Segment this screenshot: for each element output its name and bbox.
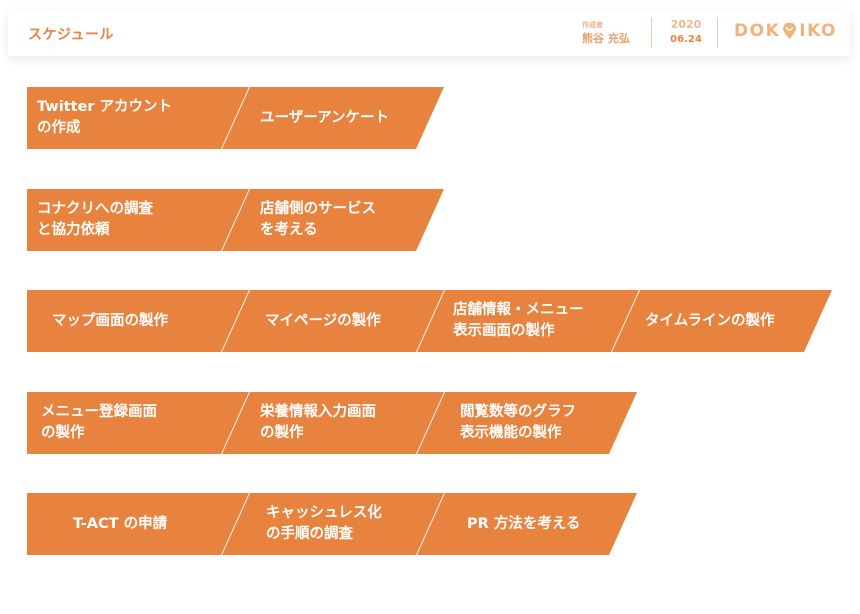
schedule-row: Twitter アカウント の作成 ユーザーアンケート	[0, 87, 860, 149]
schedule-row: T-ACT の申請 キャッシュレス化 の手順の調査 PR 方法を考える	[0, 493, 860, 555]
schedule-row: マップ画面の製作 マイページの製作 店舗情報・メニュー 表示画面の製作 タイムラ…	[0, 290, 860, 352]
dokoiko-logo: DOK IKO	[734, 21, 837, 41]
task-label: 店舗情報・メニュー 表示画面の製作	[453, 302, 584, 339]
logo-text-right: IKO	[799, 21, 837, 41]
task-label: コナクリへの調査 と協力依頼	[37, 201, 153, 238]
task-chevron	[417, 493, 637, 555]
task-chevron	[222, 87, 444, 149]
task-chevron	[222, 493, 444, 555]
task-chevron	[27, 189, 249, 251]
year: 2020	[670, 18, 702, 31]
task-label: 閲覧数等のグラフ 表示機能の製作	[460, 404, 576, 441]
author-label: 作成者	[582, 21, 603, 29]
task-label: マップ画面の製作	[52, 312, 168, 329]
task-label: メニュー登録画面 の製作	[41, 404, 157, 441]
task-label: 栄養情報入力画面 の製作	[260, 404, 376, 441]
map-pin-icon	[783, 22, 797, 39]
author-name: 熊谷 充弘	[582, 32, 630, 45]
task-label: マイページの製作	[265, 312, 381, 329]
task-chevron	[222, 290, 444, 352]
task-chevron	[417, 290, 639, 352]
divider	[717, 18, 718, 48]
divider	[651, 18, 652, 48]
task-label: PR 方法を考える	[467, 515, 581, 532]
schedule-row: コナクリへの調査 と協力依頼 店舗側のサービス を考える	[0, 189, 860, 251]
header-bar: スケジュール 作成者 熊谷 充弘 2020 06.24 DOK IKO	[8, 10, 850, 56]
task-label: キャッシュレス化 の手順の調査	[266, 505, 382, 542]
task-label: Twitter アカウント の作成	[37, 99, 173, 136]
logo-text-left: DOK	[734, 21, 781, 41]
task-chevron	[222, 392, 444, 454]
task-chevron	[417, 392, 637, 454]
task-chevron	[222, 189, 444, 251]
task-chevron	[27, 87, 249, 149]
task-chevron	[27, 493, 249, 555]
schedule-row: メニュー登録画面 の製作 栄養情報入力画面 の製作 閲覧数等のグラフ 表示機能の…	[0, 392, 860, 454]
task-label: ユーザーアンケート	[260, 109, 390, 126]
page-title: スケジュール	[28, 27, 115, 43]
task-chevron	[27, 392, 249, 454]
date: 06.24	[670, 34, 702, 45]
task-chevron	[27, 290, 249, 352]
task-label: 店舗側のサービス を考える	[260, 201, 376, 238]
task-label: タイムラインの製作	[645, 312, 775, 329]
task-chevron	[612, 290, 832, 352]
task-label: T-ACT の申請	[73, 515, 168, 532]
